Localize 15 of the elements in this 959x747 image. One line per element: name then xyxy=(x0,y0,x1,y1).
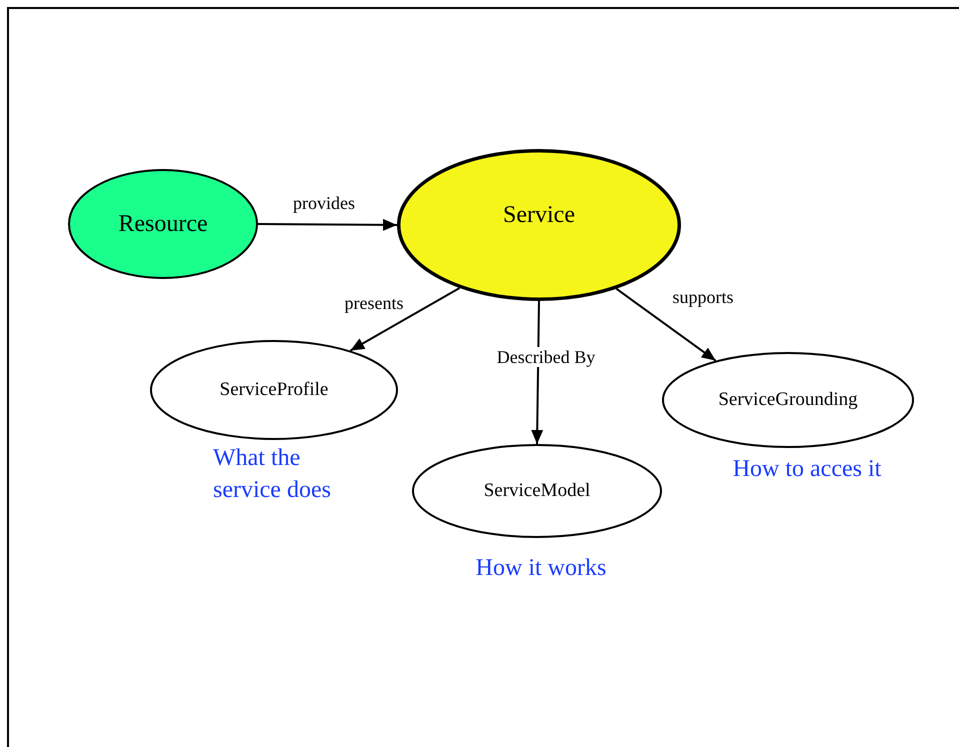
edge-label: supports xyxy=(672,287,734,307)
annotation-text: How to acces it xyxy=(732,455,882,484)
edge-label: provides xyxy=(292,193,356,213)
arrow xyxy=(350,287,460,352)
annotation-text: What the service does xyxy=(213,444,332,505)
arrow xyxy=(258,218,397,231)
node-label: ServiceProfile xyxy=(220,379,328,401)
node-label: Service xyxy=(503,202,575,228)
node-label: ServiceGrounding xyxy=(718,389,858,411)
node-label: ServiceModel xyxy=(484,480,590,502)
arrow xyxy=(616,288,716,362)
edge-label: presents xyxy=(344,293,404,313)
edge-label: Described By xyxy=(494,347,598,367)
node-label: Resource xyxy=(118,210,208,238)
annotation-text: How it works xyxy=(474,554,608,583)
